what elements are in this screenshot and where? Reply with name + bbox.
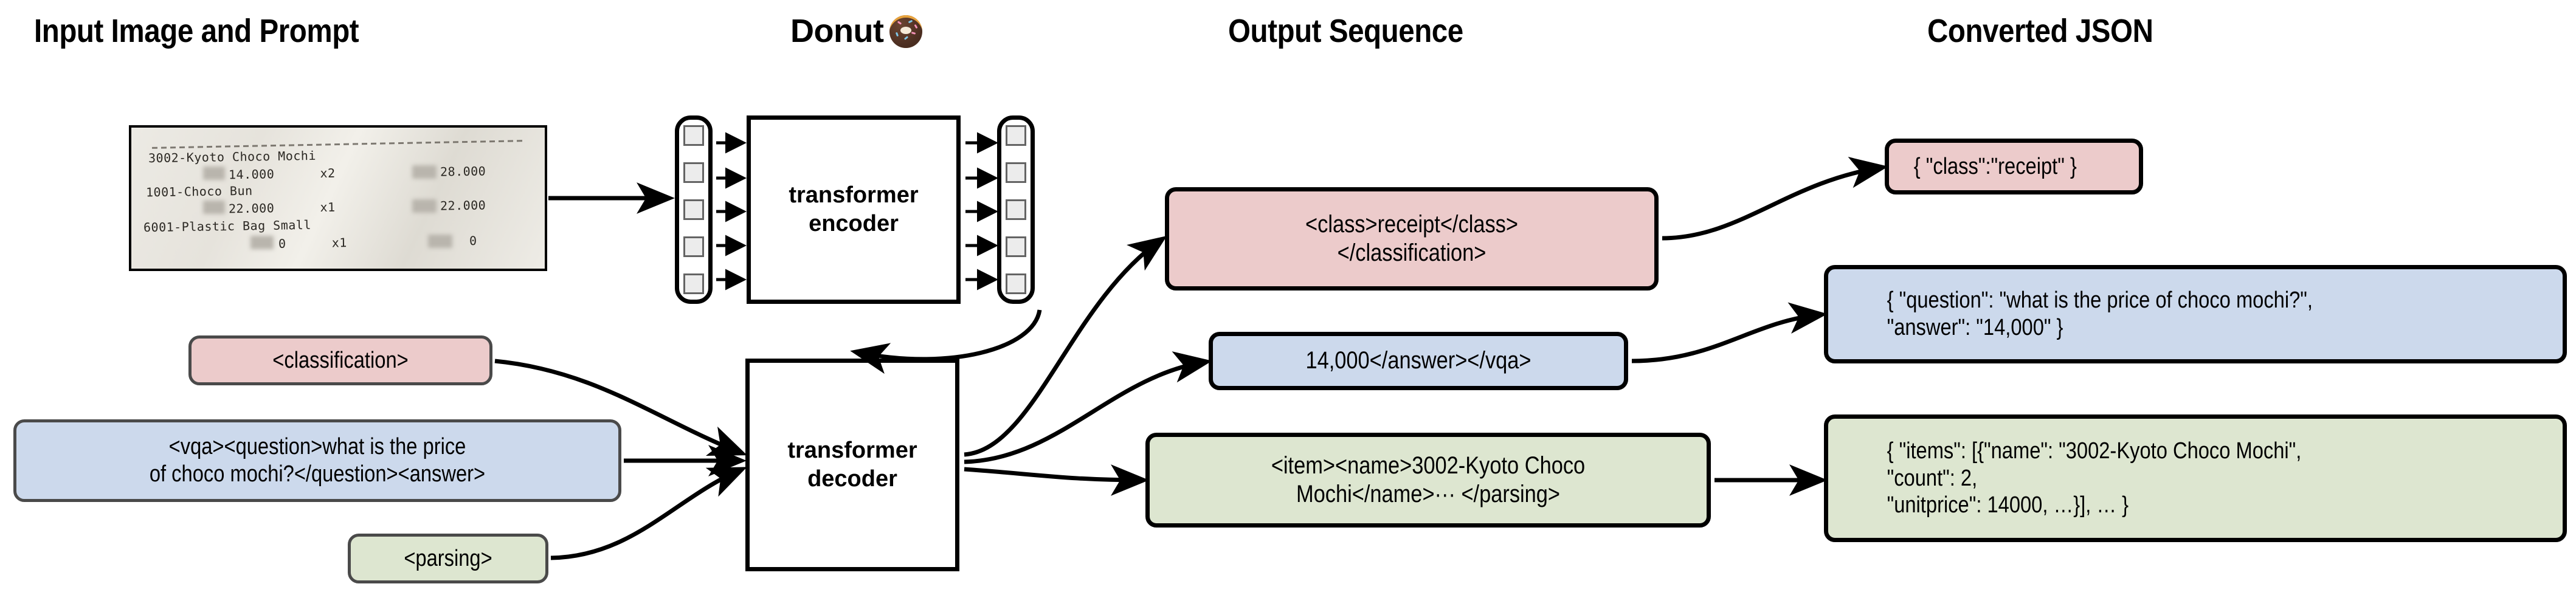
receipt-redaction <box>203 201 225 214</box>
parsing-output-node[interactable]: <item><name>3002-Kyoto Choco Mochi</name… <box>1145 433 1711 528</box>
receipt-redaction <box>203 167 225 180</box>
wire-encoder-to-decoder <box>850 309 1042 374</box>
token-cell <box>683 273 704 294</box>
transformer-decoder-label: transformer decoder <box>787 437 917 492</box>
parsing-json-node[interactable]: { "items": [{"name": "3002-Kyoto Choco M… <box>1824 414 2567 542</box>
vqa-json-node[interactable]: { "question": "what is the price of choc… <box>1824 265 2567 363</box>
parsing-output-text: <item><name>3002-Kyoto Choco Mochi</name… <box>1271 452 1586 507</box>
receipt-line-item2-price: 22.000 x1 <box>228 199 336 216</box>
receipt-redaction <box>428 235 452 248</box>
receipt-paper: 3002-Kyoto Choco Mochi 14.000 x2 28.000 … <box>131 128 545 269</box>
heading-donut: Donut <box>790 12 923 50</box>
token-cell <box>1006 236 1026 257</box>
transformer-encoder-label: transformer encoder <box>789 182 919 237</box>
vqa-prompt-text: <vqa><question>what is the price of choc… <box>149 434 486 487</box>
token-cell <box>683 125 704 146</box>
wire-classification-output-to-json <box>1662 157 1888 241</box>
transformer-decoder-block: transformer decoder <box>745 359 959 571</box>
receipt-redaction <box>250 236 274 249</box>
receipt-redaction <box>412 199 437 213</box>
heading-donut-label: Donut <box>790 13 884 49</box>
receipt-line-item2-name: 1001-Choco Bun <box>145 183 253 200</box>
wire-vqa-output-to-json <box>1631 302 1828 363</box>
token-cell <box>683 162 704 183</box>
token-cell <box>1006 273 1026 294</box>
token-cell <box>1006 125 1026 146</box>
receipt-line-item3-price: 0 x1 <box>278 235 348 251</box>
token-cell <box>683 199 704 220</box>
classification-json-text: { "class":"receipt" } <box>1913 153 2077 179</box>
heading-output-sequence: Output Sequence <box>1228 13 1463 49</box>
encoder-input-token-strip <box>675 115 713 304</box>
receipt-redaction <box>412 165 437 179</box>
heading-converted-json: Converted JSON <box>1927 13 2153 49</box>
transformer-encoder-block: transformer encoder <box>747 115 961 304</box>
vqa-output-node[interactable]: 14,000</answer></vqa> <box>1209 332 1628 390</box>
token-cell <box>1006 162 1026 183</box>
classification-prompt-text: <classification> <box>272 347 409 373</box>
vqa-prompt-node[interactable]: <vqa><question>what is the price of choc… <box>13 419 621 502</box>
donut-emoji <box>889 15 923 48</box>
receipt-line-item3-total: 0 <box>469 233 477 249</box>
classification-output-text: <class>receipt</class> </classification> <box>1305 210 1518 266</box>
wire-decoder-to-parsing-output <box>964 464 1149 496</box>
parsing-prompt-node[interactable]: <parsing> <box>348 534 548 583</box>
classification-output-node[interactable]: <class>receipt</class> </classification> <box>1165 187 1659 291</box>
receipt-image: 3002-Kyoto Choco Mochi 14.000 x2 28.000 … <box>129 125 547 271</box>
parsing-json-text: { "items": [{"name": "3002-Kyoto Choco M… <box>1887 438 2302 518</box>
heading-input-image-and-prompt: Input Image and Prompt <box>34 13 359 49</box>
receipt-line-item2-total: 22.000 <box>440 198 486 213</box>
receipt-line-item1-total: 28.000 <box>440 163 486 179</box>
receipt-line-item1-name: 3002-Kyoto Choco Mochi <box>148 148 317 166</box>
parsing-prompt-text: <parsing> <box>404 545 492 571</box>
classification-prompt-node[interactable]: <classification> <box>188 335 492 385</box>
receipt-line-item3-name: 6001-Plastic Bag Small <box>143 217 312 235</box>
receipt-dashed-rule <box>152 139 524 149</box>
wire-decoder-to-classification-output <box>964 235 1167 457</box>
vqa-output-text: 14,000</answer></vqa> <box>1305 347 1531 374</box>
vqa-json-text: { "question": "what is the price of choc… <box>1887 287 2313 340</box>
classification-json-node[interactable]: { "class":"receipt" } <box>1885 139 2143 194</box>
encoder-output-token-strip <box>997 115 1035 304</box>
token-cell <box>1006 199 1026 220</box>
token-cell <box>683 236 704 257</box>
receipt-line-item1-price: 14.000 x2 <box>228 165 336 182</box>
